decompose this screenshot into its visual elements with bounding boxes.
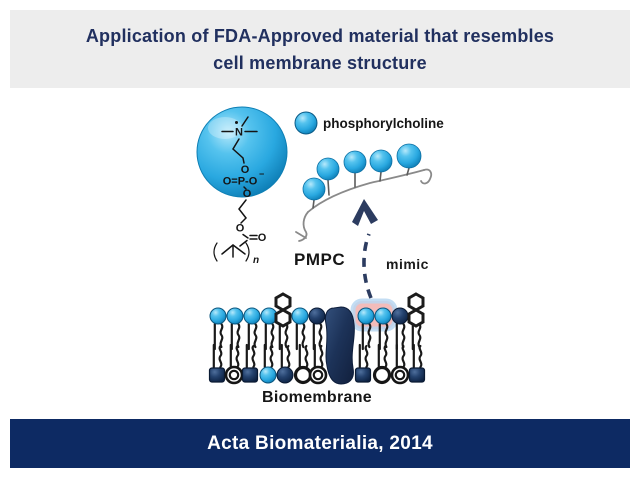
pc-side-group	[369, 149, 393, 173]
biomembrane-label: Biomembrane	[262, 389, 372, 406]
pc-side-group	[302, 177, 326, 201]
lipid-circle	[296, 345, 311, 383]
lipid-square	[356, 345, 371, 382]
ester-oxygen: O	[236, 223, 245, 235]
lipid-square	[243, 345, 258, 382]
charge-dot	[235, 121, 238, 124]
atom-oxygen-1: O	[241, 164, 250, 176]
monomer-structure: N O O=P-O − O O O n	[213, 116, 267, 266]
lipid-blue	[292, 308, 308, 349]
membrane-protein	[324, 306, 355, 385]
repeat-subscript: n	[253, 255, 259, 266]
lipid-blue	[260, 345, 276, 383]
repeat-bracket-open	[213, 242, 218, 262]
atom-oxygen-below-p: O	[243, 188, 252, 200]
citation-banner: Acta Biomaterialia, 2014	[10, 419, 630, 468]
slide-title-line2: cell membrane structure	[213, 52, 427, 73]
slide-title-line1: Application of FDA-Approved material tha…	[85, 25, 555, 46]
phosphate-charge: −	[259, 169, 264, 179]
pc-side-group	[343, 150, 367, 174]
biomembrane: Biomembrane	[210, 294, 425, 406]
atom-nitrogen: N	[235, 127, 243, 139]
pmpc-brush: PMPC	[294, 143, 433, 269]
citation-text: Acta Biomaterialia, 2014	[207, 432, 433, 454]
lipid-circle	[375, 345, 390, 383]
pc-headgroup-sphere	[196, 106, 288, 198]
lipid-blue	[210, 308, 226, 349]
lipid-square	[410, 345, 425, 382]
pmpc-label: PMPC	[294, 250, 345, 269]
mimic-arrowhead-icon	[352, 199, 378, 226]
figure-area: N O O=P-O − O O O n phosphorylcholine	[0, 88, 640, 419]
lipid-ring	[226, 345, 242, 383]
lipid-blue	[227, 308, 243, 349]
polymer-backbone	[307, 169, 425, 213]
lipid-square	[210, 345, 225, 382]
mimic-arrow: mimic	[352, 199, 429, 299]
lipid-ring	[310, 345, 326, 383]
pc-side-group	[396, 143, 422, 169]
lipid-navy	[277, 345, 293, 383]
lipid-navy	[309, 308, 325, 349]
legend-sphere-icon	[294, 111, 318, 135]
repeat-bracket-close	[245, 242, 250, 262]
phosphate-group: O=P-O	[223, 176, 258, 188]
lipid-navy	[392, 308, 408, 349]
mimic-arrow-dashed-line	[362, 233, 373, 299]
pc-side-group	[316, 157, 340, 181]
pmpc-biomembrane-figure: N O O=P-O − O O O n phosphorylcholine	[196, 106, 444, 406]
title-banner: Application of FDA-Approved material tha…	[10, 10, 630, 88]
lipid-blue	[244, 308, 260, 349]
glycolipid	[409, 294, 423, 349]
phosphorylcholine-legend: phosphorylcholine	[294, 111, 444, 135]
lipid-ring	[392, 345, 408, 383]
carbonyl-oxygen: O	[258, 232, 267, 244]
glycolipid	[276, 294, 290, 349]
mimic-label: mimic	[386, 256, 429, 272]
legend-label: phosphorylcholine	[323, 116, 444, 131]
